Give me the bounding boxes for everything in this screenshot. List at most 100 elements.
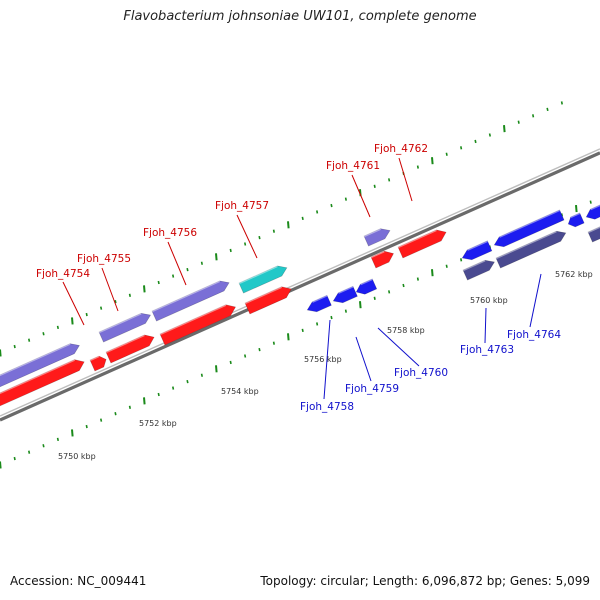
label-forward-gene: Fjoh_4761 bbox=[326, 160, 380, 172]
lower-tick-mark bbox=[460, 258, 463, 262]
lower-tick-mark bbox=[100, 418, 103, 422]
scale-label: 5756 kbp bbox=[304, 355, 342, 364]
gene-arrow-reverse bbox=[567, 212, 585, 228]
upper-tick-mark bbox=[114, 300, 117, 304]
label-reverse-gene: Fjoh_4760 bbox=[394, 367, 448, 379]
gene-arrow-reverse-shine bbox=[499, 209, 561, 238]
label-reverse-gene: Fjoh_4763 bbox=[460, 344, 514, 356]
lower-tick-mark bbox=[445, 264, 448, 268]
lower-tick-mark bbox=[28, 450, 31, 454]
label-forward-gene: Fjoh_4754 bbox=[36, 268, 90, 280]
upper-tick-mark bbox=[488, 133, 491, 137]
upper-tick-mark bbox=[445, 152, 448, 156]
scale-label: 5754 kbp bbox=[221, 387, 259, 396]
lower-tick-mark bbox=[402, 283, 405, 288]
gene-arrow-forward-alt-shine bbox=[363, 228, 381, 238]
lower-tick-mark bbox=[157, 392, 160, 397]
lower-tick-mark bbox=[575, 204, 578, 213]
scale-label: 5758 kbp bbox=[387, 326, 425, 335]
lower-tick-mark bbox=[215, 365, 218, 373]
gene-arrow-reverse-alt bbox=[495, 230, 567, 269]
label-forward-gene: Fjoh_4762 bbox=[374, 143, 428, 155]
label-reverse-gene: Fjoh_4759 bbox=[345, 383, 399, 395]
lower-tick-mark bbox=[330, 315, 333, 320]
scale-label: 5750 kbp bbox=[58, 452, 96, 461]
gene-arrow-reverse-alt-shine bbox=[462, 260, 486, 272]
gene-arrow-reverse-shine bbox=[338, 286, 354, 294]
lower-tick-mark bbox=[114, 412, 117, 416]
lower-tick-mark bbox=[431, 269, 434, 277]
gene-arrow-reverse-alt-shine bbox=[587, 226, 600, 234]
genome-summary-text: Topology: circular; Length: 6,096,872 bp… bbox=[260, 574, 590, 588]
gene-arrow-forward bbox=[244, 286, 292, 315]
gene-arrow-forward bbox=[89, 355, 107, 372]
gene-arrow-reverse-shine bbox=[590, 204, 600, 211]
lower-tick-mark bbox=[301, 328, 304, 333]
upper-tick-mark bbox=[157, 280, 160, 285]
lower-tick-mark bbox=[388, 290, 391, 294]
genome-backbone bbox=[0, 148, 600, 422]
label-reverse-gene-leader bbox=[484, 307, 487, 344]
gene-arrow-reverse-alt bbox=[462, 259, 495, 281]
upper-tick-mark bbox=[560, 101, 563, 105]
gene-arrow-reverse bbox=[461, 240, 493, 261]
label-reverse-gene: Fjoh_4764 bbox=[507, 329, 561, 341]
lower-tick-mark bbox=[316, 322, 319, 326]
upper-tick-mark bbox=[503, 125, 506, 133]
upper-tick-mark bbox=[546, 107, 549, 112]
lower-tick-mark bbox=[373, 296, 376, 300]
upper-tick-mark bbox=[128, 293, 131, 297]
label-forward-gene: Fjoh_4756 bbox=[143, 227, 197, 239]
gene-arrow-reverse bbox=[332, 285, 358, 304]
lower-tick-mark bbox=[244, 354, 247, 358]
gene-arrow-reverse bbox=[355, 278, 378, 295]
gene-arrow-forward-alt-shine bbox=[98, 313, 142, 334]
upper-tick-mark bbox=[272, 229, 275, 233]
upper-tick-mark bbox=[316, 210, 319, 214]
map-title: Flavobacterium johnsoniae UW101, complet… bbox=[123, 9, 477, 24]
lower-tick-mark bbox=[71, 429, 74, 437]
upper-tick-mark bbox=[85, 312, 88, 317]
upper-tick-mark bbox=[330, 203, 333, 208]
upper-tick-mark bbox=[200, 261, 203, 265]
lower-tick-mark bbox=[128, 405, 131, 409]
upper-tick-mark bbox=[186, 267, 189, 272]
tick-marks bbox=[0, 101, 592, 469]
gene-arrow-reverse bbox=[493, 209, 565, 248]
label-forward-gene-leader bbox=[101, 267, 119, 312]
lower-tick-mark bbox=[172, 386, 175, 390]
upper-tick-mark bbox=[416, 165, 419, 169]
upper-tick-mark bbox=[28, 338, 31, 342]
label-forward-gene-leader bbox=[351, 174, 371, 218]
gene-arrow-forward-shine bbox=[89, 355, 100, 362]
label-reverse-gene-leader bbox=[323, 319, 331, 400]
gene-arrow-reverse-alt-shine bbox=[495, 230, 557, 260]
gene-arrow-forward-alt bbox=[0, 343, 80, 388]
lower-tick-mark bbox=[272, 341, 275, 345]
lower-tick-mark bbox=[589, 200, 592, 204]
gene-arrow-forward-shine bbox=[159, 304, 227, 336]
upper-tick-mark bbox=[373, 184, 376, 188]
gene-arrow-reverse-alt bbox=[587, 226, 600, 243]
label-forward-gene-leader bbox=[398, 157, 413, 202]
gene-arrow-forward bbox=[0, 359, 85, 407]
upper-tick-mark bbox=[431, 157, 434, 165]
gene-arrow-reverse-shine bbox=[360, 278, 373, 286]
lower-tick-mark bbox=[42, 444, 45, 448]
gene-arrow-reverse-shine bbox=[312, 295, 328, 303]
gene-arrow-forward bbox=[159, 304, 236, 346]
label-forward-gene: Fjoh_4757 bbox=[215, 200, 269, 212]
upper-tick-mark bbox=[100, 306, 103, 310]
gene-arrow-forward-highlight bbox=[238, 265, 288, 294]
gene-arrow-forward-shine bbox=[244, 286, 283, 305]
backbone-highlight bbox=[0, 148, 600, 417]
upper-tick-mark bbox=[229, 248, 232, 253]
lower-tick-mark bbox=[287, 333, 290, 341]
upper-tick-mark bbox=[143, 285, 146, 293]
gene-arrow-forward-alt bbox=[363, 228, 391, 247]
gene-arrow-reverse-shine bbox=[570, 212, 581, 219]
upper-tick-mark bbox=[517, 120, 520, 124]
lower-tick-mark bbox=[186, 379, 189, 384]
gene-arrow-forward-shine bbox=[370, 250, 385, 259]
